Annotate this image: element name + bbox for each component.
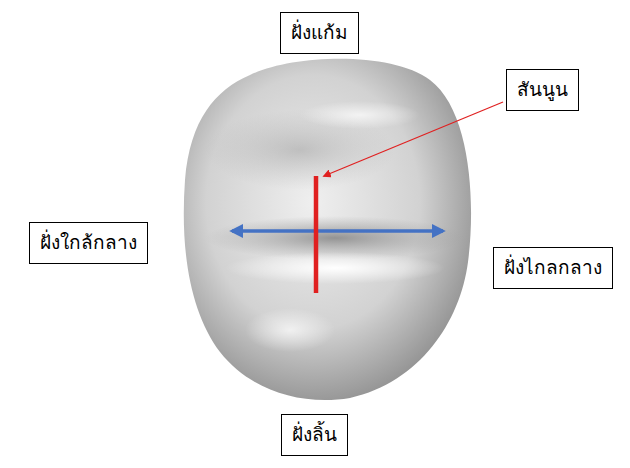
- side-label: ฝั่งไกลกลาง: [504, 255, 602, 281]
- mesial-label-box: ฝั่งใกล้กลาง: [29, 222, 148, 264]
- side-label: ฝั่งแก้ม: [291, 20, 348, 46]
- side-label: ฝั่งลิ้น: [292, 422, 337, 448]
- ridge-label-box: สันนูน: [506, 69, 579, 111]
- side-label: สันนูน: [517, 77, 568, 103]
- leader-line: [324, 102, 503, 176]
- buccal-label-box: ฝั่งแก้ม: [280, 12, 359, 54]
- buccal-highlight: [300, 101, 420, 129]
- tooth-crown: [184, 59, 471, 400]
- distal-label-box: ฝั่งไกลกลาง: [493, 247, 613, 289]
- ridge-line: [314, 176, 319, 293]
- mesiodistal-arrow: [232, 229, 443, 233]
- lingual-label-box: ฝั่งลิ้น: [281, 414, 348, 456]
- lingual-highlight: [225, 252, 445, 284]
- side-label: ฝั่งใกล้กลาง: [40, 230, 137, 256]
- lingual-highlight-2: [245, 308, 335, 352]
